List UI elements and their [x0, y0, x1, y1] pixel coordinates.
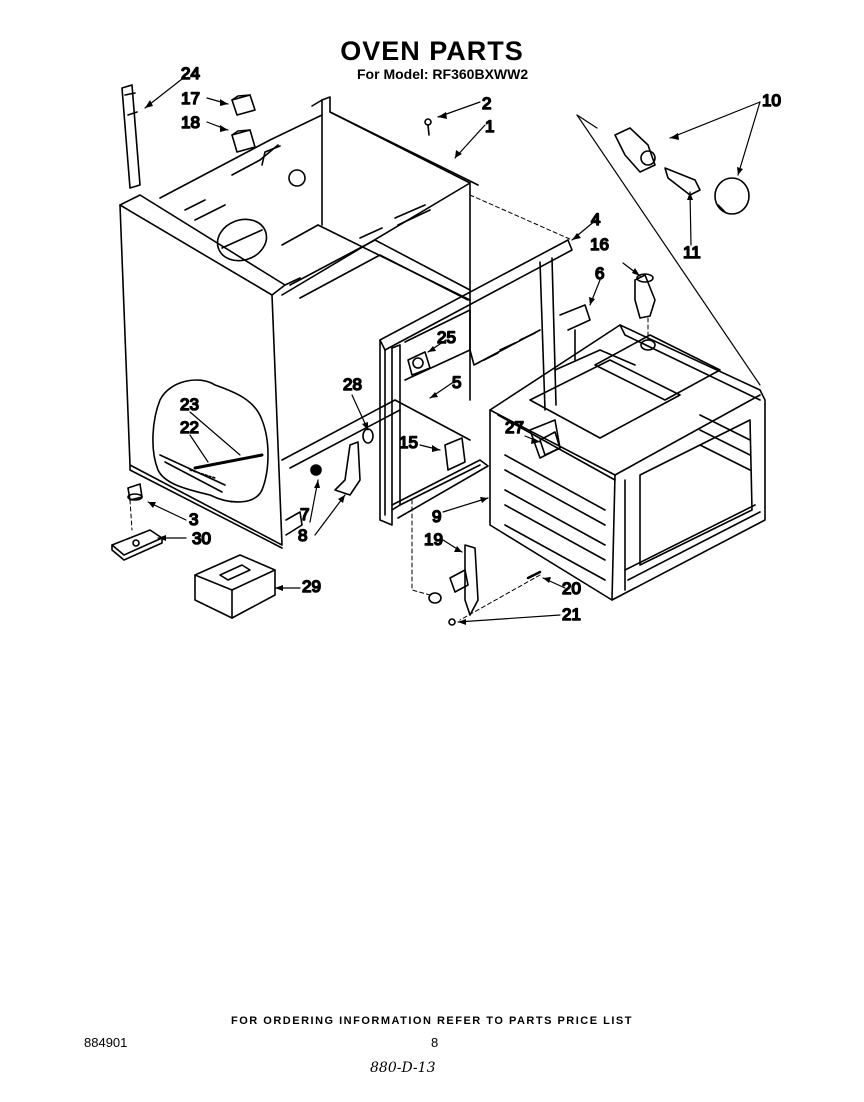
ordering-note: FOR ORDERING INFORMATION REFER TO PARTS …: [231, 1015, 633, 1027]
part-10-burner: [614, 127, 750, 215]
part-7-nut: [310, 464, 322, 476]
oven-cavity: [489, 324, 766, 601]
callout-7: 7: [300, 505, 309, 524]
callout-20: 20: [562, 579, 581, 598]
part-28-plug: [362, 428, 374, 444]
part-19-hinge: [428, 544, 479, 616]
guide-lines: [129, 194, 649, 621]
callout-30: 30: [192, 529, 211, 548]
callout-28: 28: [343, 375, 362, 394]
front-frame: [379, 239, 591, 526]
callout-27: 27: [505, 418, 524, 437]
callout-22: 22: [180, 418, 199, 437]
part-2-screw: [424, 118, 432, 136]
part-15-bracket: [444, 437, 466, 471]
part-3-leveler: [127, 483, 143, 501]
model-subtitle: For Model: RF360BXWW2: [357, 66, 529, 82]
callout-29: 29: [302, 577, 321, 596]
callout-labels: 24 17 18 2 1 10 11 4 16 6 25 5 28 15 27 …: [179, 63, 782, 625]
callout-24: 24: [181, 64, 200, 83]
callout-11: 11: [683, 243, 701, 262]
part-17-switch: [231, 94, 256, 116]
callout-6: 6: [595, 264, 604, 283]
callout-19: 19: [424, 530, 443, 549]
part-21-screw: [448, 618, 456, 626]
callout-1: 1: [485, 117, 494, 136]
cabinet-body: [119, 96, 479, 549]
part-8-valve: [334, 441, 361, 496]
part-18-switch: [231, 129, 256, 153]
callout-23: 23: [180, 395, 199, 414]
page-title: OVEN PARTS: [340, 36, 524, 66]
callout-17: 17: [181, 89, 200, 108]
callout-15: 15: [399, 433, 418, 452]
callout-9: 9: [432, 507, 441, 526]
callout-4: 4: [591, 210, 600, 229]
part-30-bracket: [111, 529, 163, 561]
page-number: 8: [431, 1035, 439, 1050]
callout-8-visible: 8: [298, 526, 307, 545]
part-24-bracket: [121, 84, 141, 189]
callout-2: 2: [482, 94, 491, 113]
handwritten-code: 880-D-13: [370, 1060, 436, 1076]
callout-25: 25: [437, 328, 456, 347]
part-27-bracket: [529, 419, 561, 459]
callout-3: 3: [189, 510, 198, 529]
arrow-heads: [145, 99, 743, 625]
part-25-sensor: [407, 351, 431, 376]
callout-21: 21: [562, 605, 581, 624]
callout-5: 5: [452, 373, 461, 392]
part-29-box: [194, 554, 276, 619]
callout-18: 18: [181, 113, 200, 132]
leader-lines: [144, 78, 761, 623]
callout-10: 10: [762, 91, 781, 110]
document-number: 884901: [84, 1035, 128, 1050]
cabinet-cutaway: [152, 379, 269, 503]
part-20-screw: [526, 570, 542, 580]
callout-16: 16: [590, 235, 609, 254]
